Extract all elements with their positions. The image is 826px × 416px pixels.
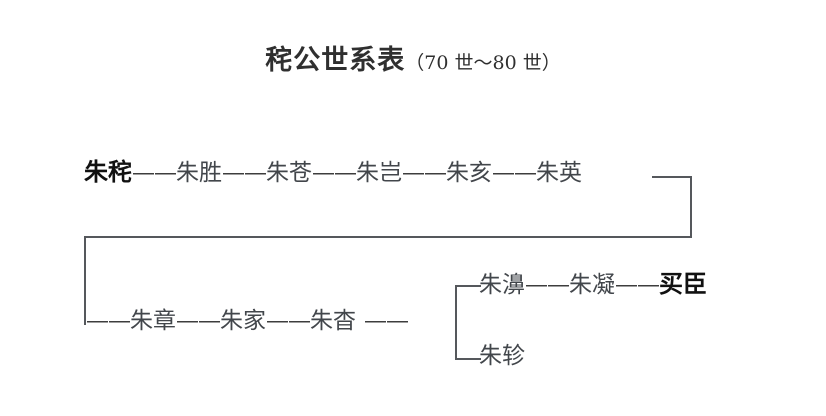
person-name: 朱杳 (310, 308, 356, 334)
lineage-connector-dash: —— (364, 308, 409, 334)
branch-lower-row: 朱轸 (479, 345, 525, 368)
connector-return-left-vertical (84, 236, 86, 325)
lineage-connector-dash: —— (312, 160, 357, 186)
connector-row1-right-horizontal (652, 176, 692, 178)
lineage-connector-dash: —— (525, 272, 570, 298)
branch-upper-row: 朱濞——朱凝——买臣 (479, 272, 707, 297)
person-name: 朱胜 (176, 160, 222, 186)
fork-arm-upper (455, 285, 481, 287)
person-name: 朱秺 (84, 157, 132, 186)
person-name: 买臣 (659, 269, 707, 298)
lineage-connector-dash: —— (176, 308, 221, 334)
fork-arm-lower (455, 358, 481, 360)
person-name: 朱苍 (266, 160, 312, 186)
lineage-connector-dash: —— (266, 308, 311, 334)
page-title-main: 秺公世系表 (265, 45, 406, 76)
lineage-connector-dash: —— (86, 308, 131, 334)
person-name: 朱英 (536, 160, 582, 186)
lineage-connector-dash: —— (132, 160, 177, 186)
connector-row1-right-vertical (690, 176, 692, 236)
person-name: 朱章 (130, 308, 176, 334)
fork-spine-vertical (455, 285, 457, 360)
person-name: 朱凝 (569, 272, 615, 298)
lineage-connector-dash: —— (615, 272, 660, 298)
connector-return-horizontal (84, 236, 692, 238)
person-name: 朱亥 (446, 160, 492, 186)
lineage-connector-dash: —— (492, 160, 537, 186)
person-name: 朱岂 (356, 160, 402, 186)
lineage-connector-dash: —— (402, 160, 447, 186)
lineage-connector-dash: —— (222, 160, 267, 186)
person-name: 朱濞 (479, 272, 525, 298)
generation-row-1: 朱秺——朱胜——朱苍——朱岂——朱亥——朱英 (84, 160, 582, 185)
person-name: 朱轸 (479, 343, 525, 369)
person-name: 朱家 (220, 308, 266, 334)
generation-row-2: ——朱章——朱家——朱杳—— (86, 308, 409, 334)
page-title: 秺公世系表（70 世～80 世） (0, 38, 826, 77)
page-title-subtitle: （70 世～80 世） (405, 52, 561, 74)
